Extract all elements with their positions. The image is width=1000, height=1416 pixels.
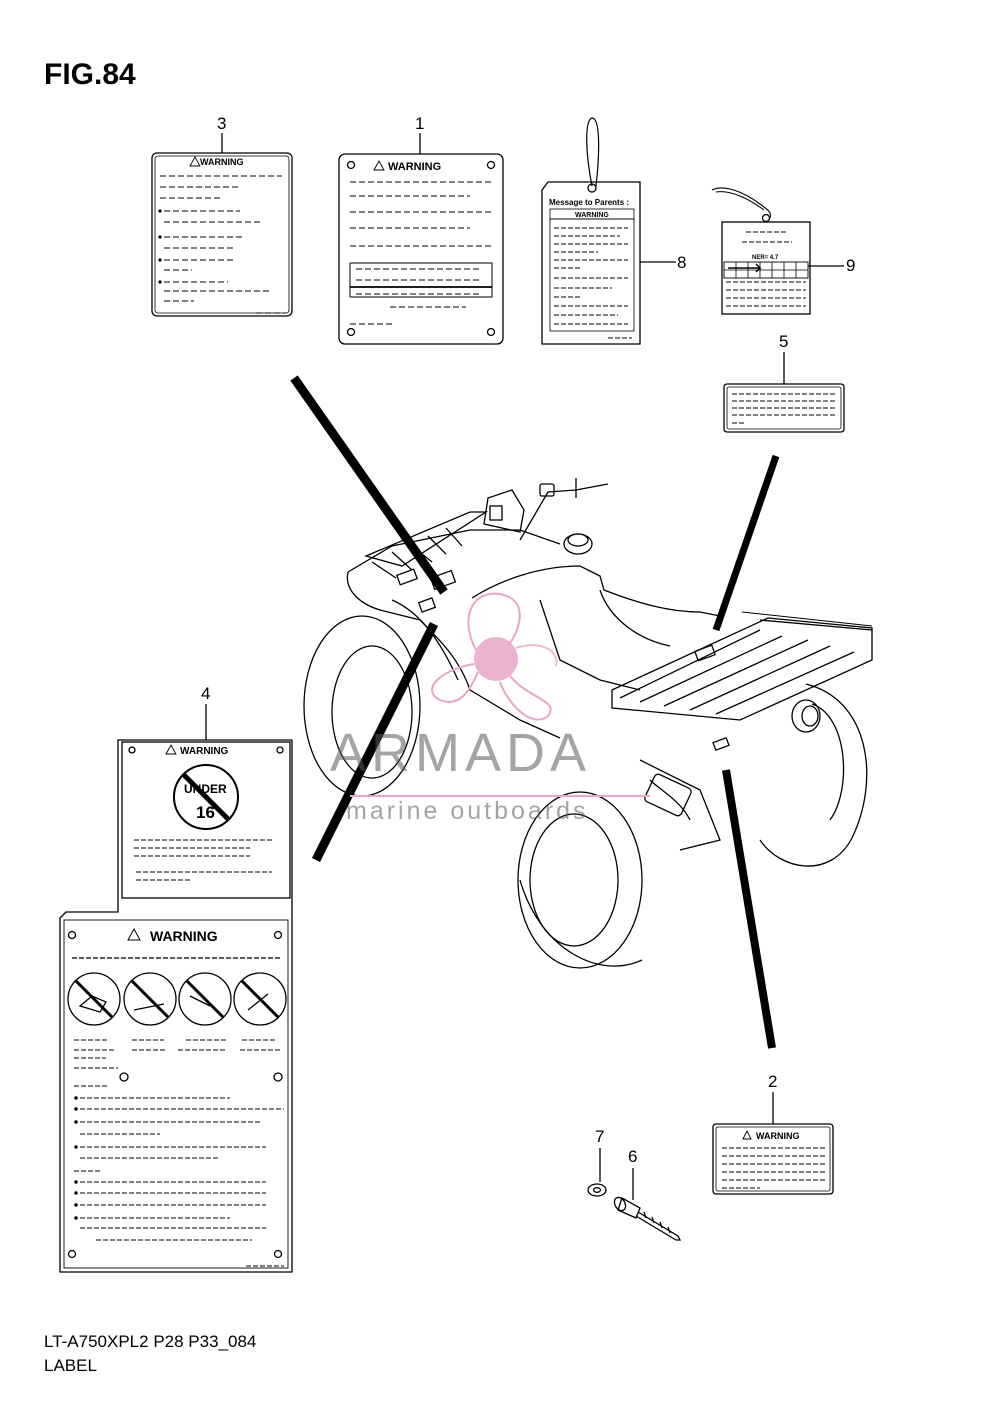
label-4: WARNING UNDER 16 WARNING xyxy=(59,684,293,1273)
part-6-rivet: 6 xyxy=(613,1147,682,1241)
section-name: LABEL xyxy=(44,1356,97,1375)
part-7-washer: 7 xyxy=(587,1127,607,1197)
callout-2: 2 xyxy=(768,1072,777,1091)
leader-lines xyxy=(290,375,780,1049)
callout-5: 5 xyxy=(779,332,788,351)
warning-text-large: WARNING xyxy=(150,928,218,944)
atv-illustration xyxy=(303,478,873,969)
watermark-logo-icon xyxy=(350,592,650,797)
ner-value: NER= 4.7 xyxy=(752,255,779,261)
label-2: WARNING 2 xyxy=(712,1072,834,1195)
watermark-tagline: marine outboards xyxy=(346,797,589,825)
callout-6: 6 xyxy=(628,1147,637,1166)
label-9-tag: NER= 4.7 9 xyxy=(711,187,855,315)
warning-text: WARNING xyxy=(756,1131,800,1141)
footer: LT-A750XPL2 P28 P33_084 LABEL xyxy=(44,1330,256,1378)
pictogram-row xyxy=(67,972,287,1026)
label-1: WARNING 1 xyxy=(338,114,504,345)
warning-text: WARNING xyxy=(388,161,441,173)
label-5: 5 xyxy=(723,332,845,433)
warning-text: WARNING xyxy=(575,212,609,219)
figure-title: FIG.84 xyxy=(44,58,136,91)
callout-4: 4 xyxy=(201,684,210,703)
label-3: WARNING 3 xyxy=(151,114,293,317)
message-to-parents: Message to Parents : xyxy=(549,198,629,207)
under-age: 16 xyxy=(196,803,215,822)
warning-text: WARNING xyxy=(200,157,244,167)
callout-1: 1 xyxy=(415,114,424,133)
callout-7: 7 xyxy=(595,1127,604,1146)
callout-3: 3 xyxy=(217,114,226,133)
callout-9: 9 xyxy=(846,256,855,275)
under-text: UNDER xyxy=(184,782,227,796)
callout-8: 8 xyxy=(677,253,686,272)
warning-text: WARNING xyxy=(180,746,229,757)
watermark-brand: ARMADA xyxy=(330,723,592,783)
label-8-tag: Message to Parents : WARNING 8 xyxy=(541,117,686,345)
model-code: LT-A750XPL2 P28 P33_084 xyxy=(44,1332,257,1351)
